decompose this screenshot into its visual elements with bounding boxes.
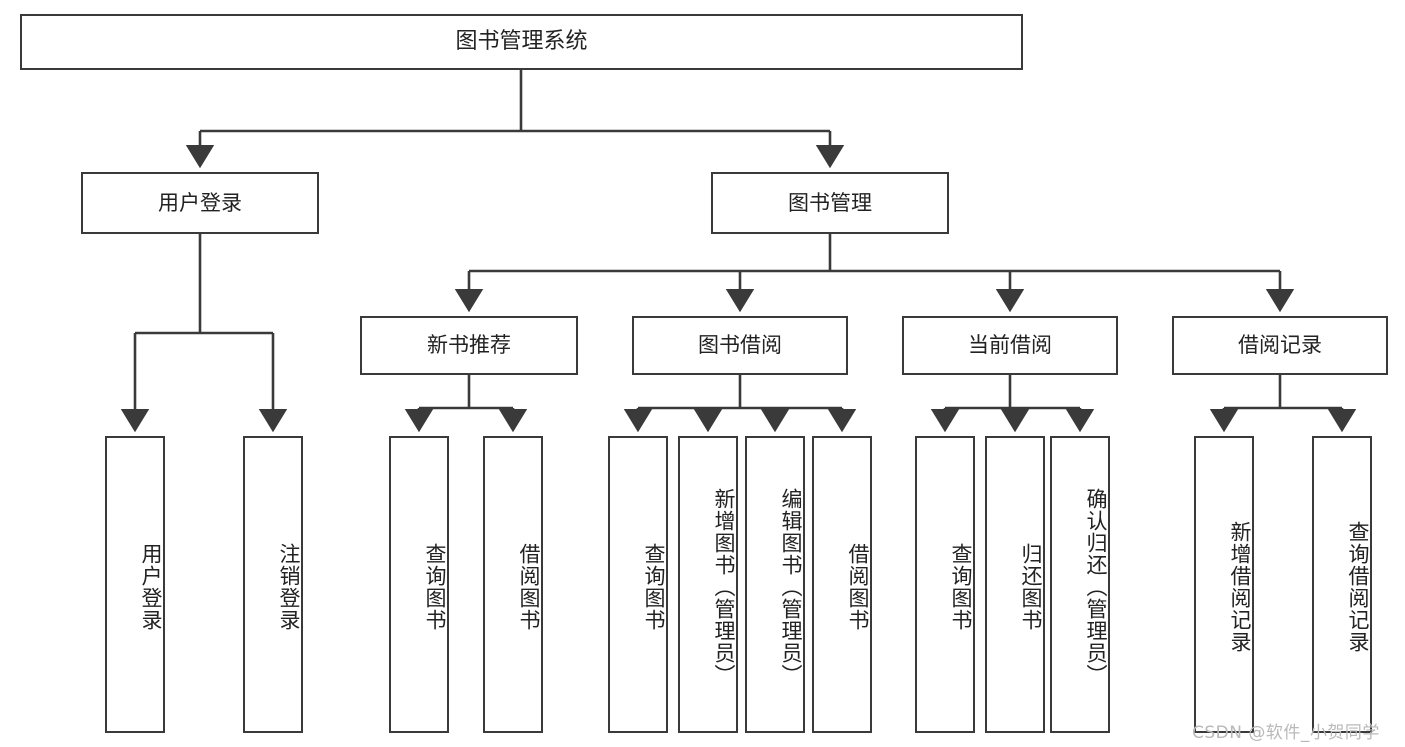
node-borrow-record-label: 借阅记录 [1238,333,1322,358]
leaf-return-book-label: 归还图书 [1019,542,1043,631]
leaf-query-book-newbook-label: 查询图书 [423,542,447,631]
leaf-add-book-admin[interactable]: 新增图书（管理员） [678,436,738,733]
leaf-query-book-current[interactable]: 查询图书 [915,436,975,733]
node-root-label: 图书管理系统 [455,29,588,55]
node-book-management-label: 图书管理 [788,190,872,215]
node-user-login[interactable]: 用户登录 [81,172,319,234]
leaf-add-borrow-record[interactable]: 新增借阅记录 [1194,436,1254,733]
leaf-edit-book-admin[interactable]: 编辑图书（管理员） [745,436,805,733]
node-book-borrow[interactable]: 图书借阅 [632,316,848,375]
leaf-query-book-current-label: 查询图书 [949,542,973,631]
leaf-borrow-book-newbook[interactable]: 借阅图书 [483,436,543,733]
leaf-user-login[interactable]: 用户登录 [105,436,165,733]
node-new-book-recommend-label: 新书推荐 [427,333,511,358]
node-book-borrow-label: 图书借阅 [698,333,782,358]
leaf-confirm-return-admin-label: 确认归还（管理员） [1084,487,1108,686]
node-book-management[interactable]: 图书管理 [711,172,949,234]
leaf-edit-book-admin-label: 编辑图书（管理员） [779,487,803,686]
leaf-query-book-borrow[interactable]: 查询图书 [608,436,668,733]
leaf-query-borrow-record[interactable]: 查询借阅记录 [1312,436,1372,733]
node-user-login-label: 用户登录 [158,190,242,215]
node-borrow-record[interactable]: 借阅记录 [1172,316,1388,375]
leaf-borrow-book-label: 借阅图书 [846,542,870,631]
node-root[interactable]: 图书管理系统 [20,14,1023,70]
leaf-add-book-admin-label: 新增图书（管理员） [712,487,736,686]
node-current-borrow[interactable]: 当前借阅 [902,316,1118,375]
leaf-query-book-newbook[interactable]: 查询图书 [389,436,449,733]
leaf-logout[interactable]: 注销登录 [243,436,303,733]
leaf-user-login-label: 用户登录 [139,542,163,631]
node-new-book-recommend[interactable]: 新书推荐 [360,316,578,375]
leaf-confirm-return-admin[interactable]: 确认归还（管理员） [1050,436,1110,733]
leaf-query-borrow-record-label: 查询借阅记录 [1346,520,1370,653]
leaf-return-book[interactable]: 归还图书 [985,436,1045,733]
leaf-borrow-book[interactable]: 借阅图书 [812,436,872,733]
node-current-borrow-label: 当前借阅 [968,333,1052,358]
leaf-add-borrow-record-label: 新增借阅记录 [1228,520,1252,653]
leaf-borrow-book-newbook-label: 借阅图书 [517,542,541,631]
leaf-logout-label: 注销登录 [277,542,301,631]
watermark-text: CSDN @软件_小贺同学 [1192,723,1380,743]
leaf-query-book-borrow-label: 查询图书 [642,542,666,631]
